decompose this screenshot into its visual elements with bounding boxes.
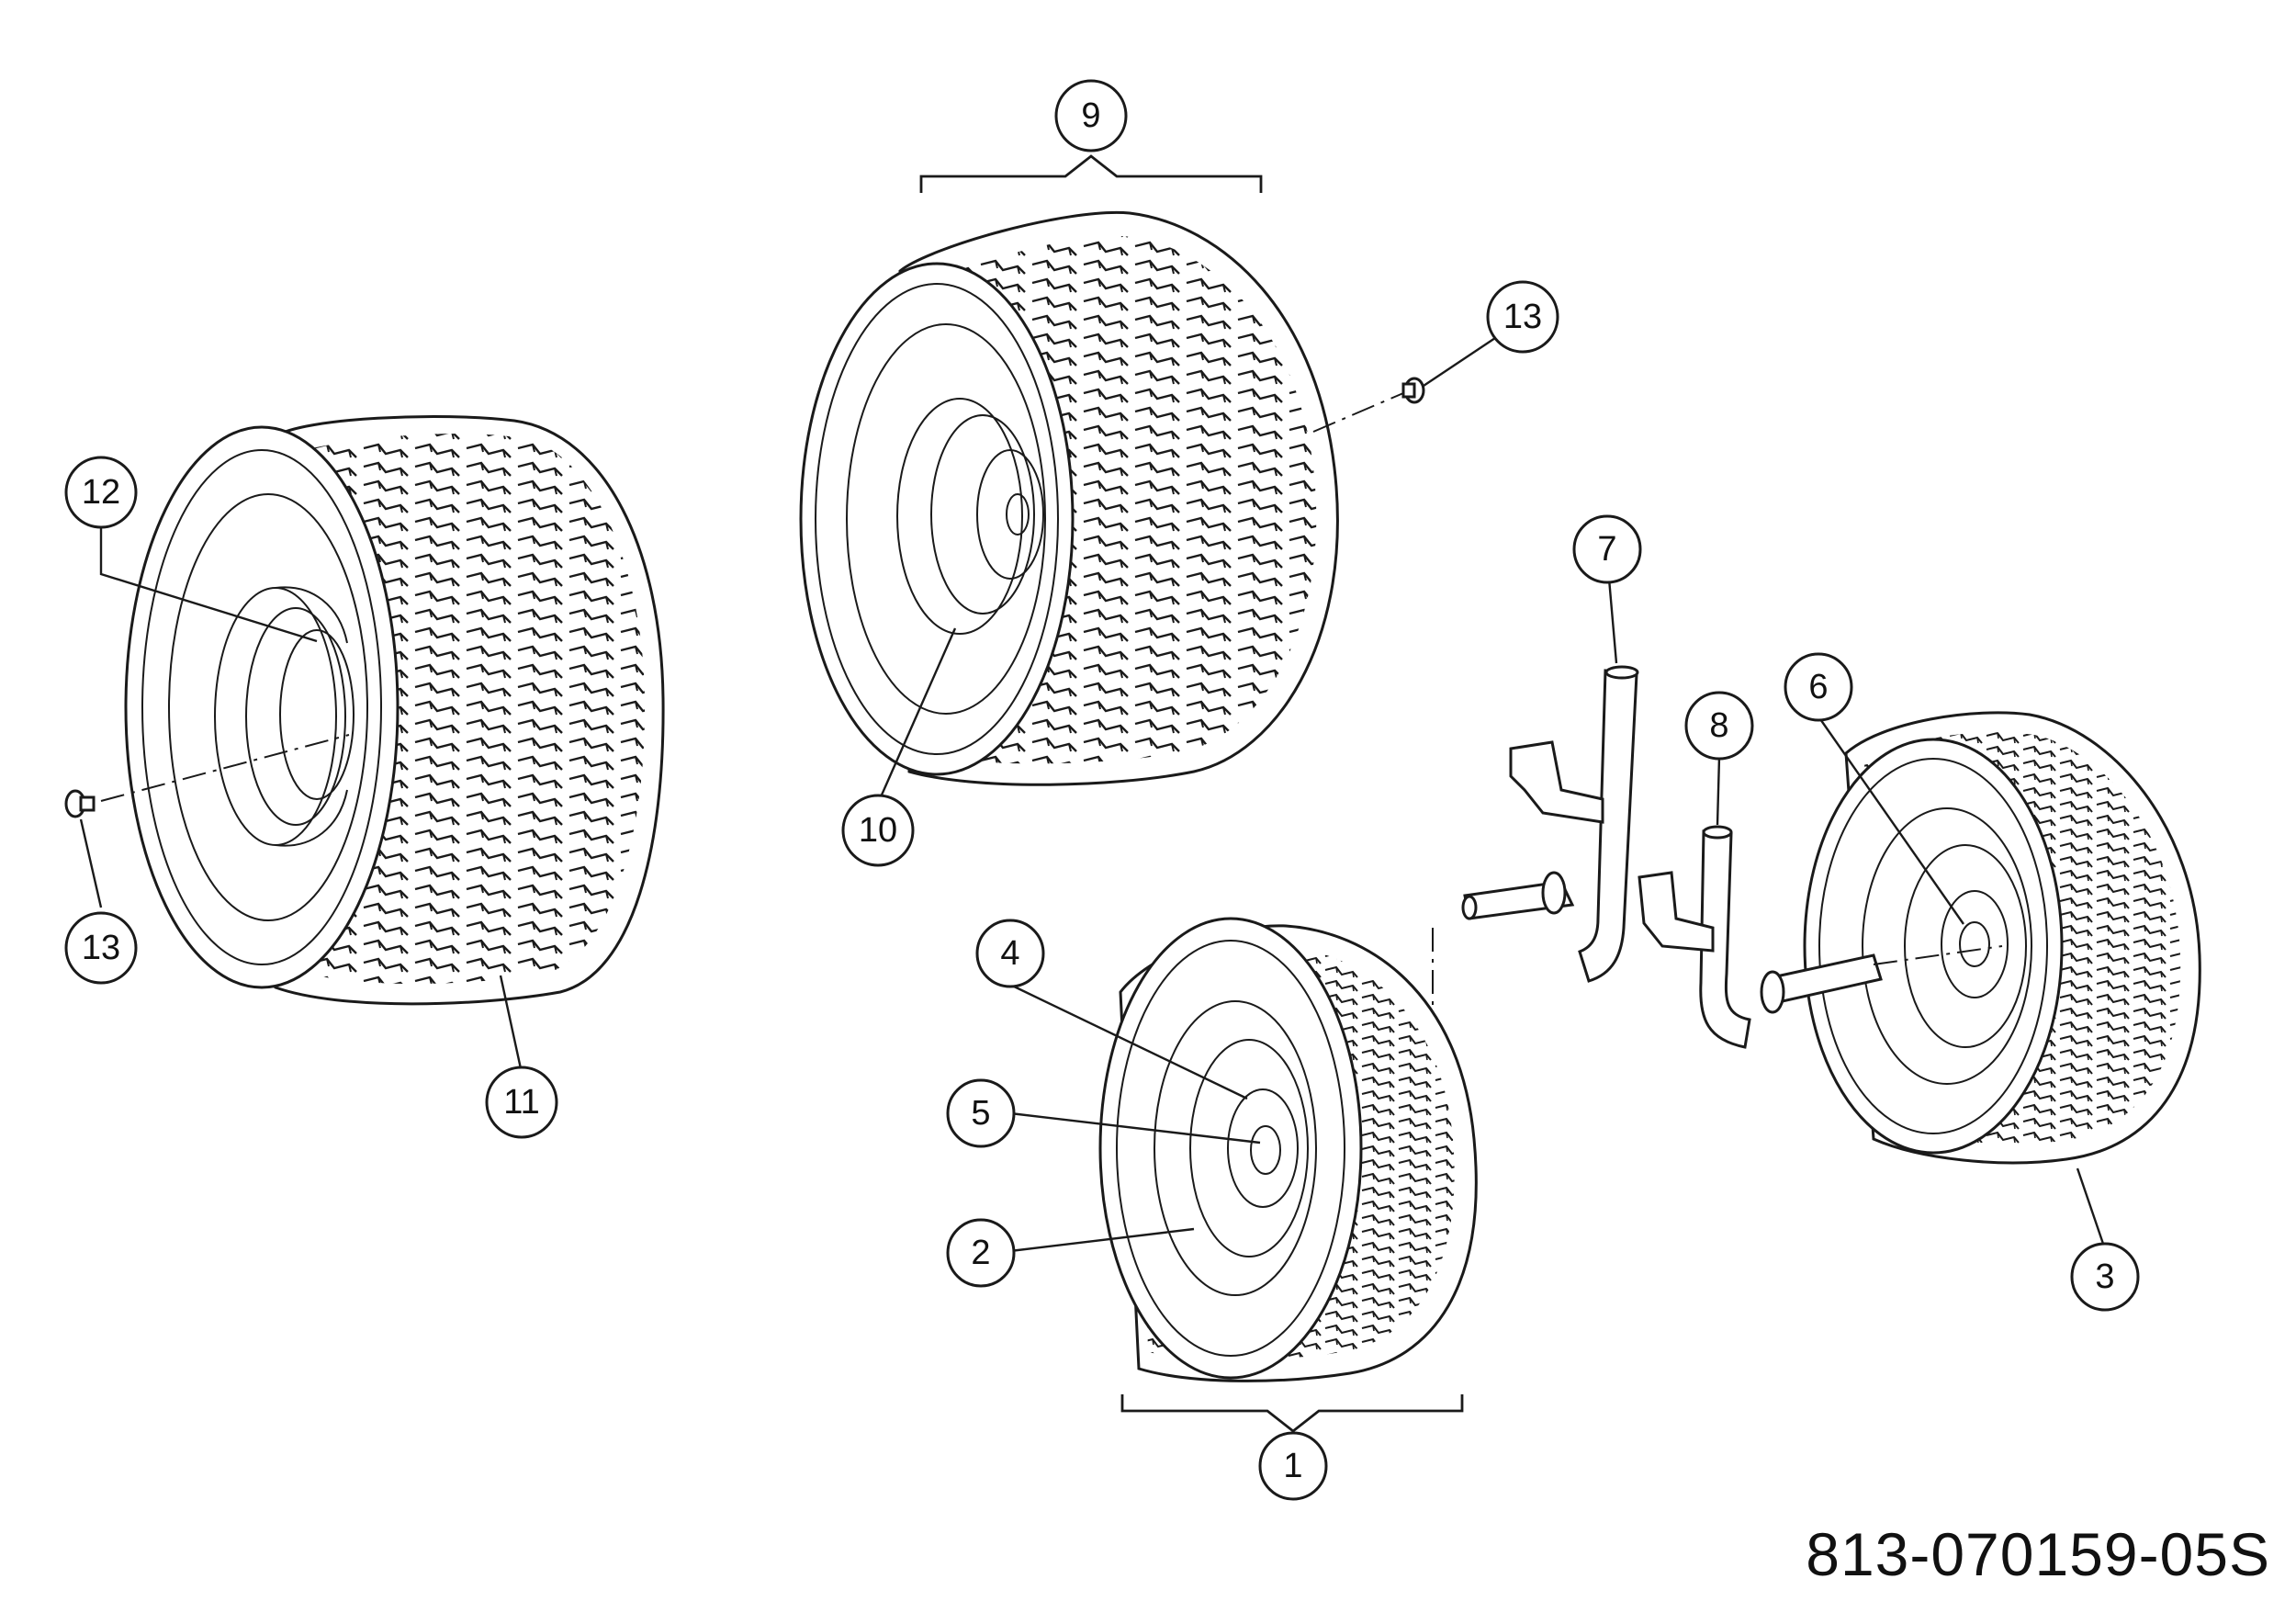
callout-13-right[interactable]: 13 bbox=[1486, 280, 1559, 354]
callout-label: 11 bbox=[503, 1083, 539, 1122]
leader-2 bbox=[1009, 1227, 1195, 1253]
bracket-1 bbox=[1120, 1394, 1464, 1433]
leader-12 bbox=[99, 525, 318, 643]
callout-11[interactable]: 11 bbox=[485, 1066, 558, 1139]
front-wheel-bottom bbox=[1098, 917, 1478, 1382]
callout-2[interactable]: 2 bbox=[946, 1218, 1016, 1288]
callout-4[interactable]: 4 bbox=[975, 919, 1045, 988]
leader-8 bbox=[1716, 756, 1721, 826]
valve-stem-left bbox=[64, 789, 96, 818]
spindle-lower bbox=[1638, 825, 1883, 1049]
leader-7 bbox=[1607, 578, 1618, 664]
callout-label: 2 bbox=[971, 1234, 990, 1272]
callout-1[interactable]: 1 bbox=[1258, 1431, 1328, 1501]
callout-label: 13 bbox=[82, 929, 120, 967]
callout-10[interactable]: 10 bbox=[841, 794, 915, 867]
front-wheel-right bbox=[1803, 711, 2201, 1165]
callout-label: 1 bbox=[1283, 1447, 1302, 1485]
axis-line-right bbox=[1873, 945, 2003, 965]
leader-5 bbox=[1009, 1111, 1261, 1145]
leader-10 bbox=[878, 627, 957, 800]
axis-line-top bbox=[1312, 392, 1404, 433]
rear-wheel-top bbox=[799, 210, 1339, 786]
leader-3 bbox=[2076, 1167, 2105, 1245]
leader-11 bbox=[499, 975, 523, 1074]
callout-label: 4 bbox=[1000, 934, 1019, 973]
callout-12[interactable]: 12 bbox=[64, 456, 138, 529]
callout-label: 10 bbox=[859, 811, 897, 850]
callout-8[interactable]: 8 bbox=[1684, 691, 1754, 761]
callout-3[interactable]: 3 bbox=[2070, 1242, 2140, 1312]
valve-stem-right bbox=[1401, 377, 1425, 404]
callout-label: 13 bbox=[1503, 298, 1542, 336]
callout-label: 8 bbox=[1709, 706, 1728, 745]
spindle-upper bbox=[1461, 665, 1639, 983]
callout-label: 3 bbox=[2095, 1257, 2114, 1296]
document-number: 813-070159-05S bbox=[1806, 1520, 2270, 1588]
callout-7[interactable]: 7 bbox=[1572, 514, 1642, 584]
callout-label: 9 bbox=[1081, 96, 1100, 135]
leader-13-left bbox=[79, 818, 103, 908]
callout-9[interactable]: 9 bbox=[1054, 79, 1128, 152]
callout-label: 12 bbox=[82, 473, 120, 512]
leader-4 bbox=[1009, 983, 1248, 1100]
rear-wheel-left bbox=[124, 414, 665, 1006]
callout-label: 6 bbox=[1808, 668, 1828, 706]
bracket-9 bbox=[919, 154, 1263, 193]
callout-5[interactable]: 5 bbox=[946, 1078, 1016, 1148]
callout-label: 7 bbox=[1597, 530, 1616, 569]
leader-6 bbox=[1818, 716, 1964, 925]
callout-13-left[interactable]: 13 bbox=[64, 911, 138, 985]
axis-line-left bbox=[100, 734, 350, 802]
leader-13-right bbox=[1423, 337, 1496, 387]
callout-label: 5 bbox=[971, 1094, 990, 1133]
callout-6[interactable]: 6 bbox=[1784, 652, 1853, 722]
